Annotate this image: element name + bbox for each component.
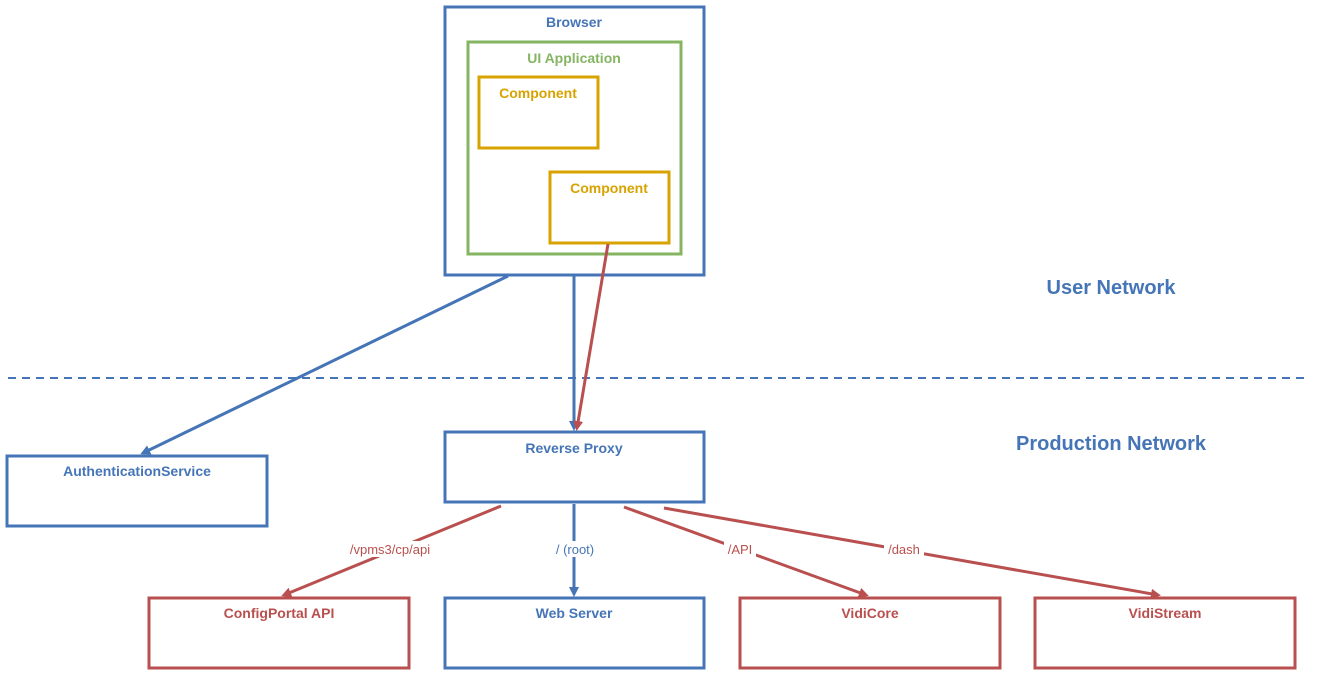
config-portal-api-node[interactable]: ConfigPortal API — [147, 596, 411, 670]
ui-application-node[interactable]: UI Application — [466, 40, 683, 256]
component-1-label: Component — [499, 85, 577, 101]
edge-label-dash: /dash — [884, 541, 924, 557]
vidistream-node[interactable]: VidiStream — [1033, 596, 1297, 670]
config-portal-api-label: ConfigPortal API — [224, 605, 335, 621]
component-node-2[interactable]: Component — [548, 170, 671, 245]
svg-text:/dash: /dash — [888, 542, 920, 557]
edge-label-vpms3: /vpms3/cp/api — [342, 541, 438, 557]
component-2-label: Component — [570, 180, 648, 196]
reverse-proxy-label: Reverse Proxy — [525, 440, 623, 456]
vidistream-label: VidiStream — [1129, 605, 1202, 621]
reverse-proxy-node[interactable]: Reverse Proxy — [443, 430, 706, 504]
svg-text:/vpms3/cp/api: /vpms3/cp/api — [350, 542, 430, 557]
web-server-label: Web Server — [536, 605, 613, 621]
web-server-node[interactable]: Web Server — [443, 596, 706, 670]
edge-component-to-proxy — [573, 243, 610, 431]
auth-service-node[interactable]: AuthenticationService — [5, 454, 269, 528]
svg-text:/ (root): / (root) — [556, 542, 594, 557]
user-network-label: User Network — [1047, 277, 1177, 299]
component-node-1[interactable]: Component — [477, 75, 600, 150]
auth-service-label: AuthenticationService — [63, 463, 211, 479]
browser-label: Browser — [546, 14, 603, 30]
ui-application-label: UI Application — [527, 50, 621, 66]
edge-label-api: /API — [724, 541, 756, 557]
browser-node[interactable]: Browser — [443, 5, 706, 277]
edge-browser-to-auth — [140, 274, 509, 455]
vidicore-node[interactable]: VidiCore — [738, 596, 1002, 670]
production-network-label: Production Network — [1016, 433, 1207, 455]
edge-label-root: / (root) — [550, 541, 602, 557]
vidicore-label: VidiCore — [841, 605, 899, 621]
svg-text:/API: /API — [728, 542, 753, 557]
